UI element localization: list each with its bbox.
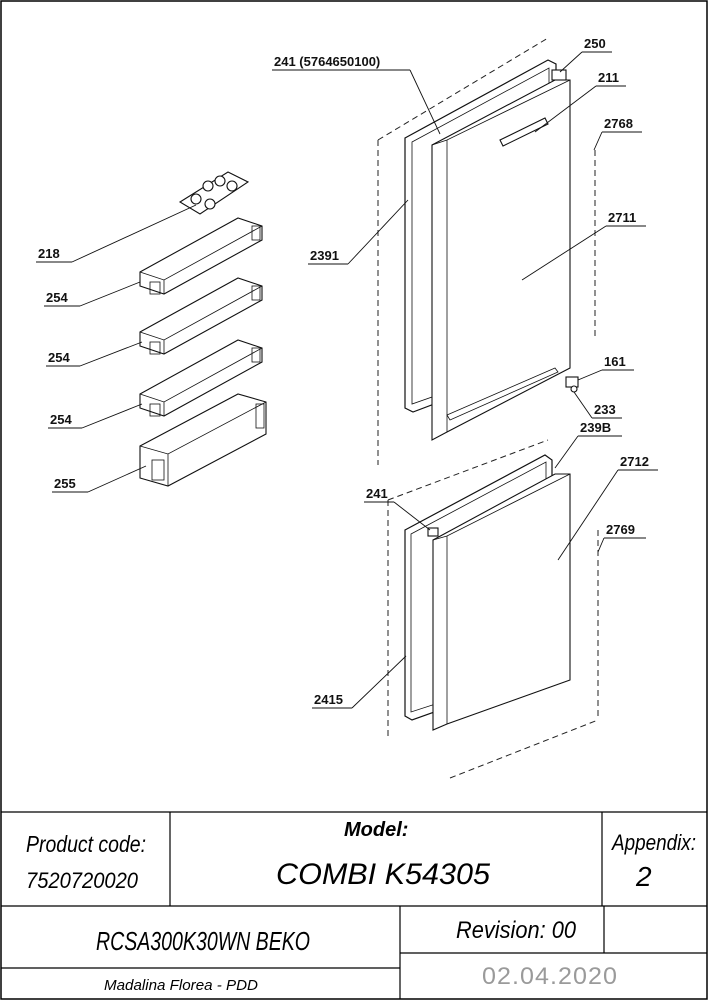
lower-door-assembly — [387, 439, 599, 779]
door-shelf-255 — [139, 393, 267, 487]
door-shelf-254-2 — [139, 277, 263, 355]
callout-2391: 2391 — [310, 248, 339, 263]
upper-hinge-250 — [551, 69, 567, 81]
callout-239b: 239B — [580, 420, 611, 435]
author: Madalina Florea - PDD — [104, 977, 258, 994]
lower-alignment-bottom — [449, 719, 599, 779]
callout-233: 233 — [594, 402, 616, 417]
callout-241-full: 241 (5764650100) — [274, 54, 380, 69]
revision: Revision: 00 — [456, 917, 577, 944]
callout-labels: 241 (5764650100) 250 211 2768 218 2391 2… — [38, 36, 649, 707]
callout-255: 255 — [54, 476, 76, 491]
title-block: Product code: 7520720020 Model: COMBI K5… — [1, 811, 707, 999]
upper-door-handle — [499, 117, 549, 147]
callout-2415: 2415 — [314, 692, 343, 707]
lower-hinge-241 — [427, 527, 439, 537]
bushing-233 — [570, 385, 578, 393]
callout-2769: 2769 — [606, 522, 635, 537]
callout-leaders — [36, 51, 658, 709]
upper-door-assembly — [377, 37, 596, 465]
callout-2712: 2712 — [620, 454, 649, 469]
revision-date: 02.04.2020 — [482, 963, 618, 990]
hinge-pin-161 — [565, 376, 579, 388]
callout-2768: 2768 — [604, 116, 633, 131]
callout-211: 211 — [598, 70, 619, 85]
callout-2711: 2711 — [608, 210, 636, 225]
door-shelf-254-1 — [139, 217, 263, 295]
model-value: COMBI K54305 — [276, 858, 490, 891]
product-code-value: 7520720020 — [26, 868, 139, 893]
product-code-label: Product code: — [26, 831, 146, 857]
upper-alignment-top — [377, 37, 549, 141]
model-label: Model: — [344, 819, 408, 841]
callout-161: 161 — [604, 354, 626, 369]
callout-254-1: 254 — [46, 290, 68, 305]
model-code: RCSA300K30WN BEKO — [96, 926, 310, 956]
callout-218: 218 — [38, 246, 60, 261]
callout-254-2: 254 — [48, 350, 70, 365]
upper-door-panel — [431, 79, 571, 441]
egg-tray-218 — [178, 171, 250, 215]
upper-door-bottom-trim — [446, 367, 559, 421]
appendix-value: 2 — [635, 861, 652, 892]
callout-241: 241 — [366, 486, 388, 501]
callout-250: 250 — [584, 36, 606, 51]
lower-door-panel — [432, 473, 571, 731]
lower-alignment-top — [387, 439, 549, 501]
door-shelf-254-3 — [139, 339, 263, 417]
callout-254-3: 254 — [50, 412, 72, 427]
appendix-label: Appendix: — [610, 830, 696, 855]
